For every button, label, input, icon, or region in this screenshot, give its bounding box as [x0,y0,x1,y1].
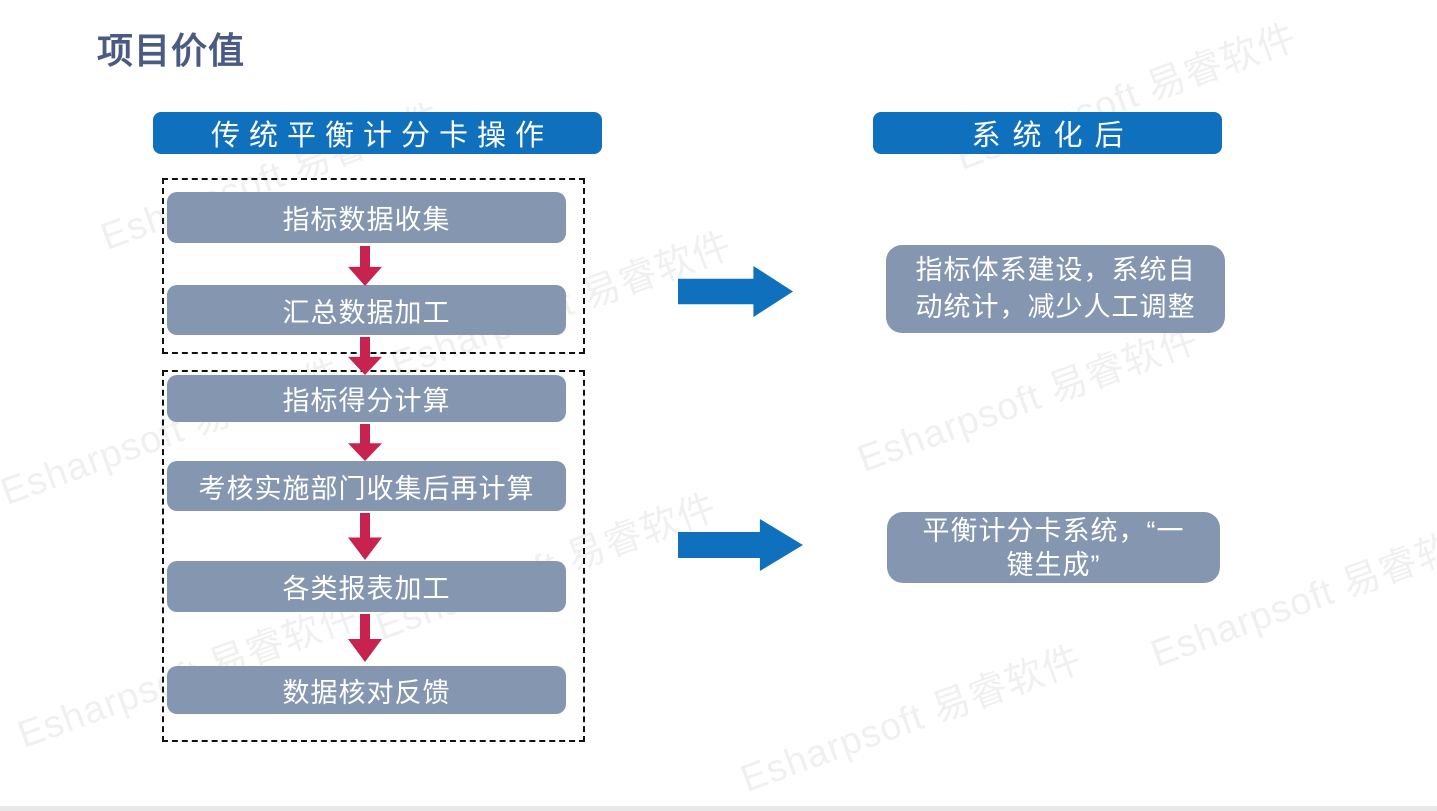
flow-step-box: 汇总数据加工 [167,285,566,335]
down-arrow-icon [347,513,383,560]
watermark: Esharpsoft 易睿软件 [735,638,1088,801]
flow-step-box: 数据核对反馈 [167,666,566,714]
flow-step-box: 考核实施部门收集后再计算 [167,461,566,511]
dashed-group-box-1 [162,178,585,354]
flow-step-box: 指标得分计算 [167,375,566,422]
down-arrow-icon [347,246,383,286]
page-title: 项目价值 [97,30,246,71]
right-arrow-icon [678,518,804,572]
right-column-header: 系统化后 [873,112,1222,154]
down-arrow-icon [347,424,383,461]
flow-step-box: 各类报表加工 [167,561,566,612]
result-box-systematized-2: 平衡计分卡系统，“一 键生成” [887,512,1220,583]
result-text-line: 动统计，减少人工调整 [915,292,1196,322]
dashed-group-box-2 [162,370,585,742]
result-text-line: 键生成” [1006,549,1101,580]
result-text-line: 指标体系建设，系统自 [915,255,1196,285]
result-text-line: 平衡计分卡系统，“一 [922,515,1185,546]
slide-bottom-edge [0,806,1437,811]
down-arrow-icon [347,337,383,375]
down-arrow-icon [347,614,383,662]
result-box-systematized-1: 指标体系建设，系统自 动统计，减少人工调整 [886,245,1225,333]
left-column-header: 传统平衡计分卡操作 [153,112,602,154]
right-arrow-icon [678,265,794,318]
flow-step-box: 指标数据收集 [167,192,566,243]
